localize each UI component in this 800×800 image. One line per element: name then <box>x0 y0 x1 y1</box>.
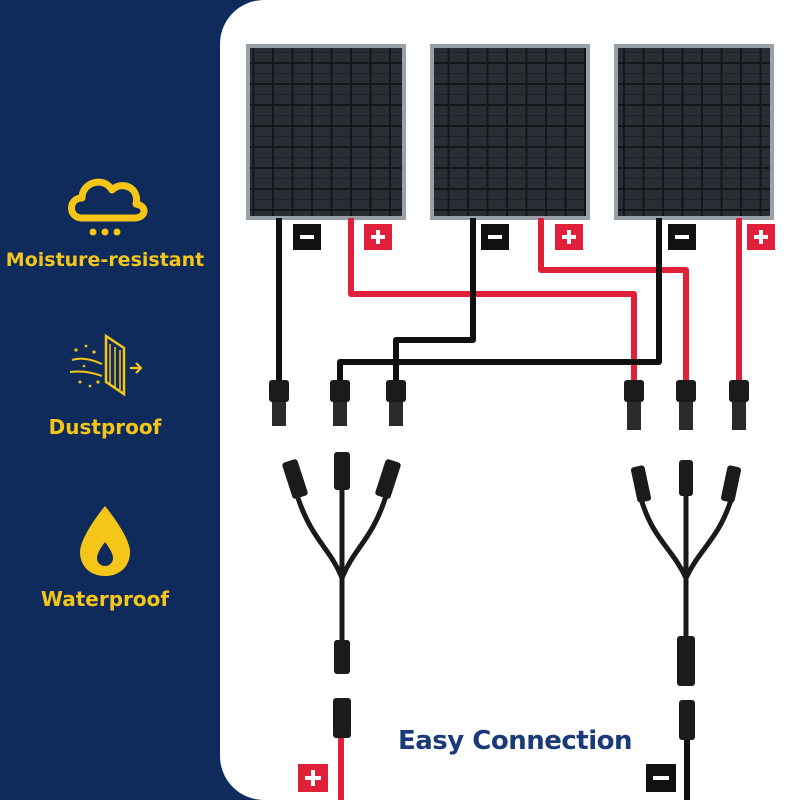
red-wires <box>338 218 742 800</box>
cloud-rain-icon <box>68 178 148 236</box>
feature-dustproof: Dustproof <box>0 330 210 439</box>
connector <box>729 380 749 430</box>
feature-label-dustproof: Dustproof <box>48 415 162 439</box>
solar-panel-1 <box>246 44 406 220</box>
solar-panel-2 <box>430 44 590 220</box>
black-wires <box>276 218 690 800</box>
connector <box>269 380 289 426</box>
connector <box>624 380 644 430</box>
positive-badge <box>298 764 328 792</box>
positive-badge <box>555 224 583 250</box>
feature-label-moisture: Moisture-resistant <box>5 249 205 271</box>
feature-moisture: Moisture-resistant <box>0 168 210 271</box>
water-drop-icon <box>80 506 130 576</box>
features-sidebar: Moisture-resistant Dustproof <box>0 0 230 800</box>
negative-badge <box>646 764 676 792</box>
feature-waterproof: Waterproof <box>0 502 210 611</box>
positive-badge <box>364 224 392 250</box>
solar-panel-3 <box>614 44 774 220</box>
y-branch-connector-left <box>295 490 389 650</box>
positive-badge <box>747 224 775 250</box>
y-branch-plugs-left <box>282 452 401 738</box>
feature-label-waterproof: Waterproof <box>40 587 170 611</box>
negative-badge <box>293 224 321 250</box>
connector <box>676 380 696 430</box>
dust-shield-icon <box>69 333 143 397</box>
easy-connection-caption: Easy Connection <box>398 726 633 756</box>
negative-badge <box>481 224 509 250</box>
y-branch-connector-right <box>639 494 734 650</box>
connector <box>330 380 350 426</box>
y-branch-plugs-right <box>630 460 742 740</box>
negative-badge <box>668 224 696 250</box>
connector <box>386 380 406 426</box>
